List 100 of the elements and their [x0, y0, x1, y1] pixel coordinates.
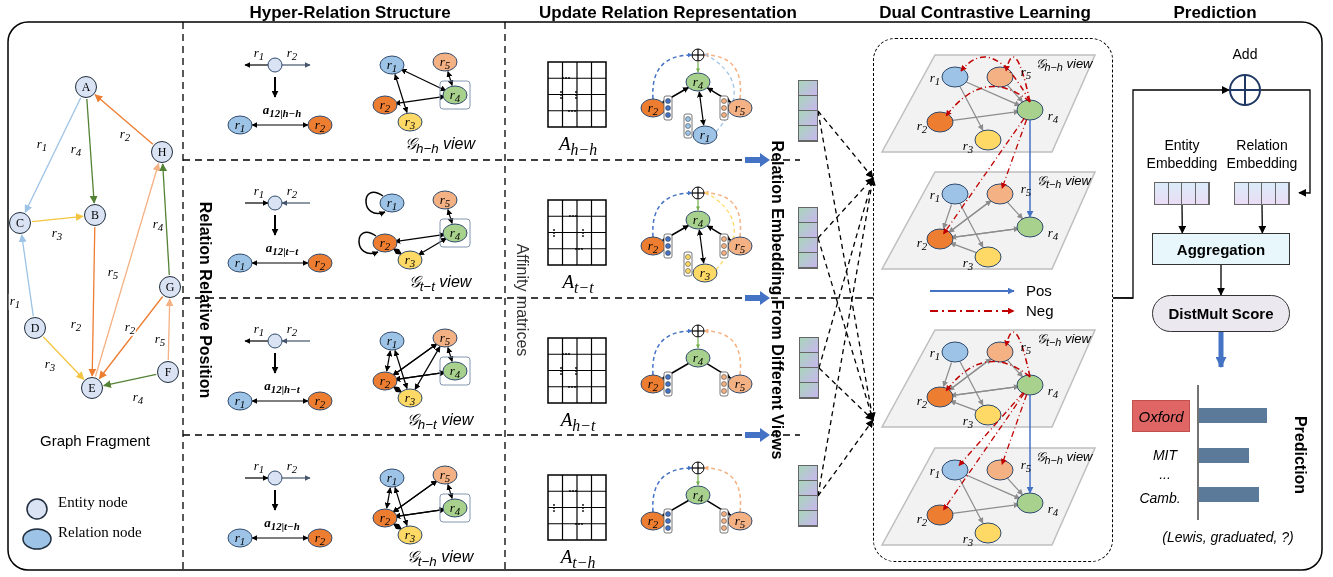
relation-label: r$_{3}$ [404, 114, 416, 132]
relation-label: r$_{2}$ [314, 117, 326, 135]
category-label: Camb. [1139, 491, 1181, 505]
arrow [165, 298, 174, 361]
legend-label: Pos [1026, 283, 1052, 298]
arrow [102, 373, 157, 388]
relation-label: r$_{5}$ [1020, 457, 1032, 475]
arrow [94, 162, 161, 378]
relation-label: r$_{2}$ [647, 513, 659, 531]
contrastive-panel [873, 38, 1113, 562]
arrow [24, 97, 82, 213]
arrow [818, 177, 875, 369]
relation-label: r$_{4}$ [449, 500, 461, 518]
relation-label: r$_{1}$ [253, 458, 265, 476]
view-title: 𝒢$_{t−h}$ view [406, 549, 474, 569]
relation-label: r$_{5}$ [439, 330, 451, 348]
arrow [817, 177, 874, 239]
relation-label: r$_{2}$ [379, 97, 391, 115]
arrow [1178, 204, 1187, 234]
relation-label: r$_{2}$ [286, 45, 298, 63]
embedding-vector [798, 80, 818, 142]
relation-label: r$_{1}$ [929, 345, 941, 363]
entity-node: E [81, 377, 103, 399]
arrow [31, 213, 84, 223]
relation-label: r$_{2}$ [286, 183, 298, 201]
relation-label: r$_{2}$ [916, 118, 928, 136]
relation-label: r$_{2}$ [647, 376, 659, 394]
relation-label: r$_{2}$ [379, 235, 391, 253]
relation-label: r$_{5}$ [439, 467, 451, 485]
relation-label: r$_{3}$ [962, 138, 974, 156]
relation-label: r$_{4}$ [449, 363, 461, 381]
arrow [817, 177, 876, 497]
category-label: ... [1159, 467, 1171, 481]
relation-label: r$_{1}$ [234, 393, 246, 411]
arrow [817, 110, 874, 179]
attention-label: a$_{12|h−h}$ [262, 102, 302, 120]
legend-label: Entity node [58, 495, 128, 510]
view-title: 𝒢$_{t−h}$ view [1037, 331, 1091, 349]
relation-label: r$_{4}$ [1047, 383, 1059, 401]
relation-label: r$_{2}$ [647, 238, 659, 256]
panel-title: Relation Embedding From Different Views [769, 140, 785, 460]
arrow [1217, 264, 1225, 296]
relation-label: r$_{5}$ [1020, 181, 1032, 199]
relation-label: r$_{1}$ [234, 530, 246, 548]
relation-label: r$_{2}$ [379, 510, 391, 528]
relation-label: r$_{1}$ [253, 45, 265, 63]
view-title: 𝒢$_{h−h}$ view [404, 136, 476, 156]
highlighted-answer: Oxford [1132, 400, 1190, 432]
panel-heading: Update Relation Representation [539, 3, 797, 21]
arrow [818, 367, 874, 421]
arrow [88, 226, 97, 377]
relation-label: r$_{3}$ [962, 255, 974, 273]
matrix-label: A$_{h−t}$ [560, 410, 596, 434]
entity-node: A [75, 76, 97, 98]
relation-label: r$_{2}$ [314, 255, 326, 273]
relation-label: r$_{4}$ [1047, 225, 1059, 243]
relation-label: r$_{2}$ [286, 321, 298, 339]
attention-label: a$_{12|t−h}$ [264, 515, 300, 533]
attention-label: a$_{12|h−t}$ [264, 378, 300, 396]
relation-label: r$_{1}$ [929, 463, 941, 481]
relation-label: r$_{1}$ [699, 127, 711, 145]
relation-label: r$_{1}$ [386, 57, 398, 75]
relation-label: r$_{4}$ [449, 225, 461, 243]
relation-label: r$_{4}$ [1047, 108, 1059, 126]
score-box: DistMult Score [1152, 295, 1290, 332]
embedding-vector [799, 337, 819, 399]
relation-label: r$_{1}$ [253, 183, 265, 201]
relation-label: r$_{1}$ [386, 333, 398, 351]
embedding-vector [798, 207, 818, 269]
relation-label: r$_{1}$ [234, 255, 246, 273]
relation-label: r$_{5}$ [734, 100, 746, 118]
legend-label: Neg [1026, 303, 1054, 318]
axis-title: Affinity matrices [514, 243, 530, 357]
attention-label: a$_{12|t−t}$ [265, 240, 299, 258]
arrow [98, 295, 164, 380]
relation-label: r$_{2}$ [379, 373, 391, 391]
panel-caption: Graph Fragment [40, 432, 150, 448]
view-title: 𝒢$_{h−t}$ view [406, 412, 474, 432]
view-title: 𝒢$_{h−h}$ view [1035, 449, 1093, 467]
entity-node: F [157, 361, 179, 383]
relation-label: r$_{4}$ [692, 350, 704, 368]
arrow [1112, 86, 1230, 299]
relation-label: r$_{2}$ [916, 235, 928, 253]
arrow [86, 98, 98, 204]
arrow [1258, 204, 1267, 234]
relation-label: r$_{3}$ [699, 265, 711, 283]
panel-heading: Dual Contrastive Learning [879, 3, 1091, 21]
view-title: 𝒢$_{h−h}$ view [1035, 56, 1093, 74]
entity-node: C [9, 212, 31, 234]
relation-label: r$_{4}$ [692, 487, 704, 505]
legend-label: Relation node [58, 525, 142, 540]
process-box: Aggregation [1152, 233, 1290, 265]
view-title: 𝒢$_{t−h}$ view [1037, 173, 1091, 191]
relation-label: r$_{5}$ [1020, 339, 1032, 357]
relation-label: r$_{1}$ [234, 117, 246, 135]
relation-label: r$_{4}$ [1047, 501, 1059, 519]
relation-label: r$_{4}$ [449, 87, 461, 105]
relation-label: r$_{1}$ [386, 470, 398, 488]
relation-label: r$_{5}$ [439, 54, 451, 72]
relation-label: r$_{5}$ [439, 192, 451, 210]
